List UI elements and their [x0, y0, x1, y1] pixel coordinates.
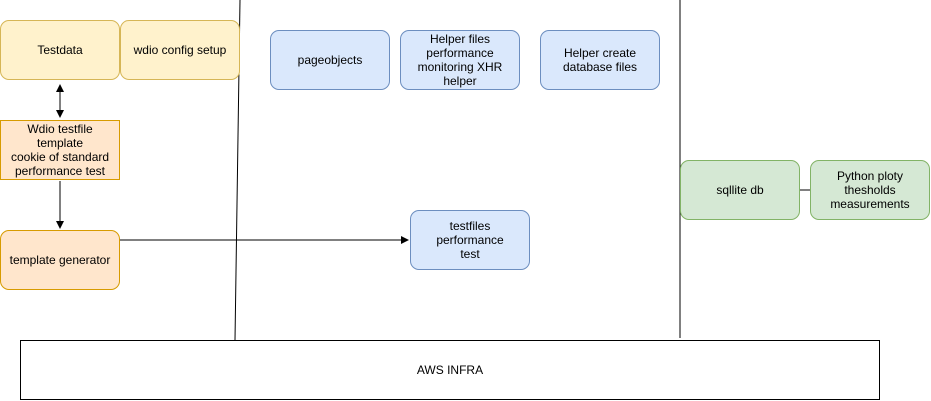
node-testfiles-performance[interactable]: testfiles performance test [410, 210, 530, 270]
node-testdata[interactable]: Testdata [0, 20, 120, 80]
node-helper-xhr[interactable]: Helper files performance monitoring XHR … [400, 30, 520, 90]
node-python-ploty[interactable]: Python ploty thesholds measurements [810, 160, 930, 220]
node-aws-infra[interactable]: AWS INFRA [20, 340, 880, 400]
node-template-generator[interactable]: template generator [0, 230, 120, 290]
node-wdio-config-setup[interactable]: wdio config setup [120, 20, 240, 80]
node-pageobjects[interactable]: pageobjects [270, 30, 390, 90]
node-sqlite-db[interactable]: sqllite db [680, 160, 800, 220]
node-testfile-template[interactable]: Wdio testfile template cookie of standar… [0, 120, 120, 180]
node-helper-create-database[interactable]: Helper create database files [540, 30, 660, 90]
